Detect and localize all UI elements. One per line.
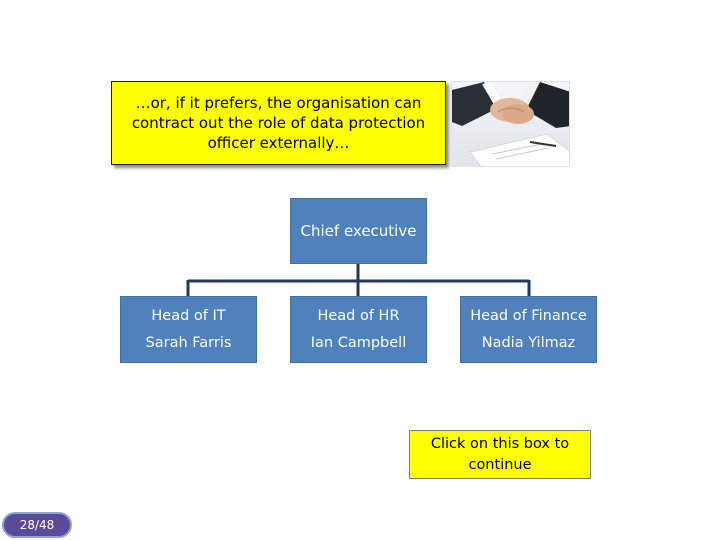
continue-button[interactable]: Click on this box to continue [409,430,591,479]
head-of-it-node: Head of IT Sarah Farris [120,296,257,363]
continue-label: Click on this box to continue [430,435,570,473]
head-role-label: Head of IT [151,307,226,324]
callout-box: …or, if it prefers, the organisation can… [111,81,446,165]
chief-executive-label: Chief executive [300,222,417,240]
head-role-label: Head of HR [317,307,400,324]
callout-text: …or, if it prefers, the organisation can… [131,94,426,152]
handshake-icon [452,82,569,166]
head-role-label: Head of Finance [470,307,587,324]
chief-executive-node: Chief executive [290,198,427,264]
handshake-photo [451,81,570,167]
head-of-finance-node: Head of Finance Nadia Yilmaz [460,296,597,363]
page-indicator-label: 28/48 [19,518,55,532]
head-person-name: Ian Campbell [310,334,407,351]
head-person-name: Sarah Farris [145,334,232,351]
head-of-hr-node: Head of HR Ian Campbell [290,296,427,363]
page-indicator-badge: 28/48 [2,512,72,538]
head-person-name: Nadia Yilmaz [481,334,576,351]
